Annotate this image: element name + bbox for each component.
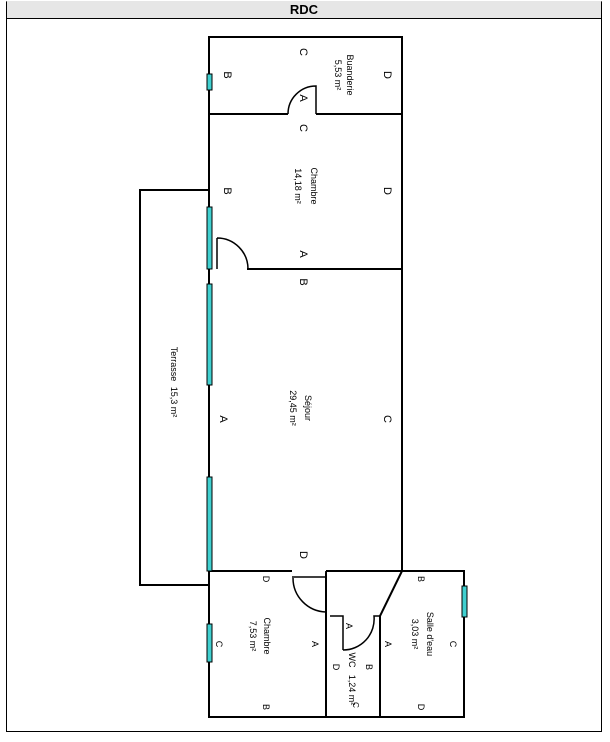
svg-text:B: B	[221, 71, 233, 78]
room-name-chambre-2: Chambre	[262, 617, 272, 654]
svg-text:D: D	[381, 71, 393, 79]
room-name-salle-deau: Salle d'eau	[425, 612, 435, 656]
svg-text:D: D	[381, 187, 393, 195]
room-area-chambre-2: 7,53 m²	[248, 621, 258, 652]
room-name-chambre-1: Chambre	[309, 167, 319, 204]
window-buanderie	[206, 73, 213, 91]
room-area-salle-deau: 3,03 m²	[410, 619, 420, 650]
plan-title: RDC	[7, 1, 601, 19]
svg-text:B: B	[364, 664, 374, 670]
window-sejour-1	[206, 283, 213, 386]
room-area-buanderie: 5,53 m²	[333, 60, 343, 91]
room-name-buanderie: Buanderie	[345, 54, 355, 95]
window-salle-deau	[461, 585, 468, 618]
room-terrasse-outline	[139, 189, 209, 586]
room-area-sejour: 29,45 m²	[288, 390, 298, 426]
door-wc[interactable]	[330, 615, 380, 651]
window-chambre-1	[206, 206, 213, 270]
svg-text:C: C	[297, 48, 309, 56]
svg-text:C: C	[297, 124, 309, 132]
svg-text:A: A	[383, 641, 393, 647]
window-sejour-2	[206, 476, 213, 572]
window-chambre-2	[206, 623, 213, 663]
svg-text:B: B	[416, 576, 426, 582]
door-chambre-1[interactable]	[216, 237, 249, 270]
svg-text:A: A	[297, 250, 309, 258]
room-area-wc: 1,24 m²	[347, 675, 357, 706]
svg-text:B: B	[297, 278, 309, 285]
svg-text:D: D	[297, 551, 309, 559]
svg-text:D: D	[331, 664, 341, 671]
svg-text:C: C	[448, 641, 458, 648]
room-name-terrasse: Terrasse	[169, 347, 179, 382]
door-buanderie[interactable]	[287, 85, 317, 115]
room-area-terrasse: 15,3 m²	[169, 387, 179, 418]
svg-text:A: A	[344, 623, 354, 629]
svg-text:A: A	[217, 415, 229, 423]
svg-text:B: B	[261, 704, 271, 710]
door-chambre-2[interactable]	[292, 571, 327, 613]
svg-text:C: C	[381, 415, 393, 423]
room-name-wc: WC	[347, 653, 357, 668]
svg-text:A: A	[297, 94, 309, 102]
svg-text:C: C	[214, 641, 224, 648]
svg-text:D: D	[416, 704, 426, 711]
room-name-sejour: Séjour	[303, 395, 313, 421]
svg-text:B: B	[221, 187, 233, 194]
svg-text:C: C	[351, 702, 360, 708]
room-area-chambre-1: 14,18 m²	[293, 168, 303, 204]
svg-text:A: A	[310, 641, 320, 647]
svg-text:D: D	[261, 576, 271, 583]
